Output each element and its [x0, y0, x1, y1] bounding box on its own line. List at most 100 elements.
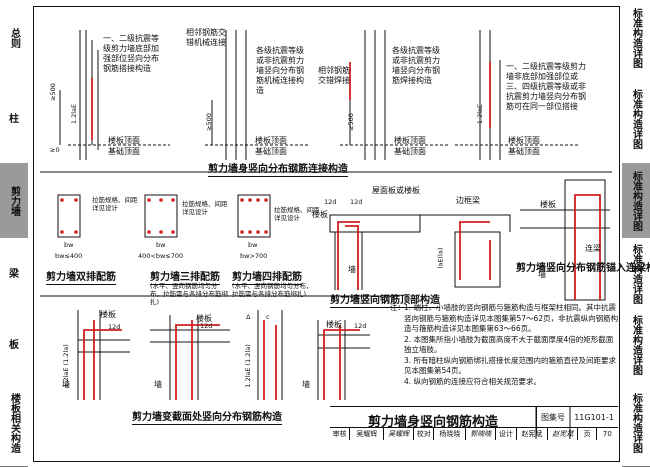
- label-floor-top-2: 楼板顶面: [255, 136, 287, 145]
- dim-12d-b2: 12d: [200, 322, 213, 330]
- dim-bw-2: bw: [156, 241, 166, 249]
- tab-label: 标准构造详图: [630, 315, 642, 375]
- label-slab-2: 楼板: [540, 200, 556, 209]
- sign-reviewer-signature: 吴耀辉: [384, 428, 415, 440]
- tab-label: 标准构造详图: [630, 170, 642, 231]
- sidebar-tab-shearwall[interactable]: 剪力墙: [0, 163, 28, 239]
- sign-checker-signature: 郭晓晓: [466, 428, 497, 440]
- sign-designer: 赵宪斌: [517, 428, 549, 440]
- label-foundation-top-3: 基础顶面: [394, 147, 426, 156]
- right-sidebar: 标准构造详图 标准构造详图 标准构造详图 标准构造详图 标准构造详图 标准构造详…: [622, 0, 650, 467]
- tab-label: 楼板相关构造: [8, 393, 20, 453]
- atlas-number: 11G101-1: [574, 413, 614, 422]
- dim-bw-1: bw: [64, 241, 74, 249]
- dim-c: c: [266, 313, 270, 321]
- tab-label: 标准构造详图: [630, 89, 642, 149]
- label-floor-top-4: 楼板顶面: [508, 136, 540, 145]
- sub-note-triple: (水平、竖向钢筋均匀分布，拉筋需与各排分布筋绑扎): [150, 282, 228, 306]
- note-tie-2: 拉筋规格、间距详见设计: [182, 200, 228, 216]
- sidebar-tab-column[interactable]: 柱: [0, 75, 28, 164]
- label-foundation-top-1: 基础顶面: [108, 147, 140, 156]
- label-slab-b3: 楼板: [326, 320, 342, 329]
- tab-label: 总则: [8, 27, 20, 48]
- notes-block: 注： 1. 端柱、小墙肢的竖向钢筋与箍筋构造与框架柱相同。其中抗震竖向钢筋与箍筋…: [390, 303, 620, 387]
- tab-label: 标准构造详图: [630, 393, 642, 453]
- sub-note-quad: (水平、竖向钢筋均匀分布，拉筋需与各排分布筋绑扎): [232, 282, 313, 298]
- label-wall-b3: 墙: [302, 380, 310, 389]
- sidebar-tab-slab[interactable]: 板: [0, 310, 28, 381]
- label-wall-b2: 墙: [154, 380, 162, 389]
- dim-500-1: ≥500: [48, 83, 57, 101]
- label-floor-top-3: 楼板顶面: [394, 136, 426, 145]
- sign-review-label: 审核: [330, 428, 351, 440]
- dim-bw-range-3: bw>700: [240, 252, 268, 260]
- dim-delta: Δ: [246, 313, 251, 321]
- caption-top: 剪力墙竖向钢筋顶部构造: [330, 291, 440, 308]
- tab-label: 柱: [9, 113, 19, 125]
- dim-bw-range-2: 400<bw≤700: [138, 252, 184, 260]
- label-slab-b2: 楼板: [196, 314, 212, 323]
- note-weld-conn: 各级抗震等级或非抗震剪力墙竖向分布钢筋焊接构造: [392, 46, 440, 85]
- sidebar-tab-right-5[interactable]: 标准构造详图: [622, 310, 650, 381]
- caption-lintel: 剪力墙竖向分布钢筋锚入连梁构造: [516, 263, 650, 274]
- caption-connection: 剪力墙身竖向分布钢筋连接构造: [208, 160, 348, 177]
- note-mech-conn: 各级抗震等级或非抗震剪力墙竖向分布钢筋机械连接构造: [256, 46, 304, 95]
- note-tie-3: 拉筋规格、间距详见设计: [274, 206, 320, 222]
- note-item: 2. 本图集所指小墙肢为截面高度不大于截面厚度4倍的矩形截面独立墙肢。: [404, 334, 614, 355]
- caption-double: 剪力墙双排配筋: [46, 268, 116, 285]
- dim-500-3: ≥500: [346, 113, 355, 131]
- dim-le-b2: 1.2laE (1.2la): [243, 344, 252, 388]
- dim-500-2: ≥500: [204, 113, 213, 131]
- drawing-title: 剪力墙身竖向钢筋构造: [330, 407, 537, 433]
- tab-label: 梁: [9, 268, 19, 280]
- sidebar-tab-right-1[interactable]: 标准构造详图: [622, 0, 650, 76]
- signature-row: 审核 吴耀辉 吴耀辉 校对 杨晓晓 郭晓晓 设计 赵宪斌 赵宪斌 页 70: [330, 427, 618, 440]
- dim-12d-b1: 12d: [108, 323, 121, 331]
- label-wall-2: 墙: [538, 270, 546, 279]
- sign-check-label: 校对: [414, 428, 435, 440]
- label-floor-top-1: 楼板顶面: [108, 136, 140, 145]
- label-foundation-top-4: 基础顶面: [508, 147, 540, 156]
- sign-design-label: 设计: [496, 428, 517, 440]
- note-item: 3. 所有暗柱纵向钢筋绑扎搭接长度范围内的箍筋直径及间距要求见本图集第54页。: [404, 355, 617, 376]
- sidebar-tab-beam[interactable]: 梁: [0, 238, 28, 311]
- title-block: 剪力墙身竖向钢筋构造 图集号 11G101-1: [330, 406, 618, 461]
- note-lap-splice: 一、二级抗震等级剪力墙底部加强部位竖向分布钢筋搭接构造: [103, 34, 159, 73]
- dim-12lae-1: 1.2laE: [70, 103, 79, 125]
- note-item: 1. 端柱、小墙肢的竖向钢筋与箍筋构造与框架柱相同。其中抗震竖向钢筋与箍筋构造详…: [404, 303, 619, 333]
- caption-offset: 剪力墙变截面处竖向分布钢筋构造: [132, 408, 282, 425]
- drawing-frame: [33, 6, 620, 462]
- label-roof-slab: 屋面板或楼板: [372, 186, 420, 195]
- note-same-location: 一、二级抗震等级剪力墙非底部加强部位或三、四级抗震等级或非抗震剪力墙竖向分布钢筋…: [506, 62, 586, 111]
- caption-triple: 剪力墙三排配筋: [150, 268, 220, 285]
- label-foundation-top-2: 基础顶面: [255, 147, 287, 156]
- sidebar-tab-right-4[interactable]: 标准构造详图: [622, 238, 650, 311]
- left-sidebar: 总则 柱 剪力墙 梁 板 楼板相关构造: [0, 0, 28, 467]
- note-item: 4. 纵向钢筋的连接应符合相关规范要求。: [404, 376, 542, 386]
- dim-12lae-2: 1.2laE: [476, 103, 485, 125]
- sidebar-tab-right-6[interactable]: 标准构造详图: [622, 380, 650, 467]
- note-mech-stagger: 相邻钢筋交错机械连接: [186, 28, 226, 47]
- dim-bw-range-1: bw≤400: [55, 252, 83, 260]
- dim-12d-2: 12d: [350, 198, 363, 206]
- dim-bw-3: bw: [248, 241, 258, 249]
- label-wall-b1: 墙: [62, 380, 70, 389]
- sidebar-tab-general[interactable]: 总则: [0, 0, 28, 76]
- sign-checker: 杨晓晓: [434, 428, 467, 440]
- tab-label: 剪力墙: [8, 185, 20, 216]
- dim-12d-1: 12d: [324, 198, 337, 206]
- tab-label: 板: [9, 339, 19, 351]
- label-edge-beam: 边框梁: [456, 196, 480, 205]
- dim-12d-b3: 12d: [354, 322, 367, 330]
- label-slab-1: 楼板: [312, 210, 328, 219]
- page-label: 页: [578, 428, 597, 440]
- label-slab-b1: 楼板: [100, 310, 116, 319]
- dim-lae-top: laE(la): [436, 247, 445, 269]
- tab-label: 标准构造详图: [630, 244, 642, 304]
- sidebar-tab-right-3[interactable]: 标准构造详图: [622, 163, 650, 239]
- label-wall-1: 墙: [348, 265, 356, 274]
- sign-reviewer: 吴耀辉: [350, 428, 385, 440]
- page-number: 70: [602, 430, 612, 438]
- label-lintel: 连梁: [585, 244, 601, 253]
